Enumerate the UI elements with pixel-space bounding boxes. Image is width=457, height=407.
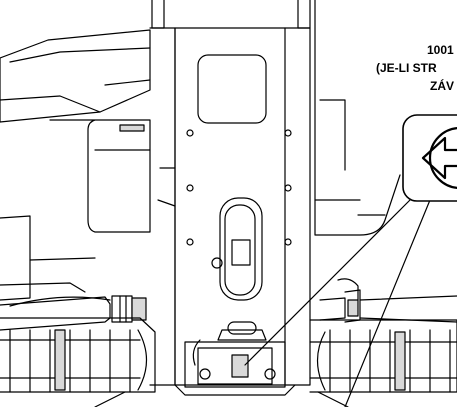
callout-line-3: ZÁV — [430, 78, 454, 95]
left-lower-support — [0, 215, 111, 307]
left-arrow-icon — [421, 136, 457, 180]
callout-line-1: 1001 — [427, 42, 454, 59]
callout-symbol-box — [402, 114, 457, 202]
frame-holes — [186, 129, 292, 246]
callout-line-2: (JE-LI STR — [376, 60, 437, 77]
right-side-body — [314, 0, 401, 236]
right-shaft-assembly — [319, 278, 457, 323]
left-shaft-assembly — [0, 295, 147, 331]
upper-left-housing — [0, 29, 151, 132]
central-frame — [149, 0, 311, 396]
left-roller-stack — [0, 317, 156, 393]
left-side-body — [49, 119, 176, 233]
center-lower-bracket — [184, 321, 286, 388]
leader-lines — [94, 194, 431, 407]
right-roller-stack — [309, 319, 457, 393]
